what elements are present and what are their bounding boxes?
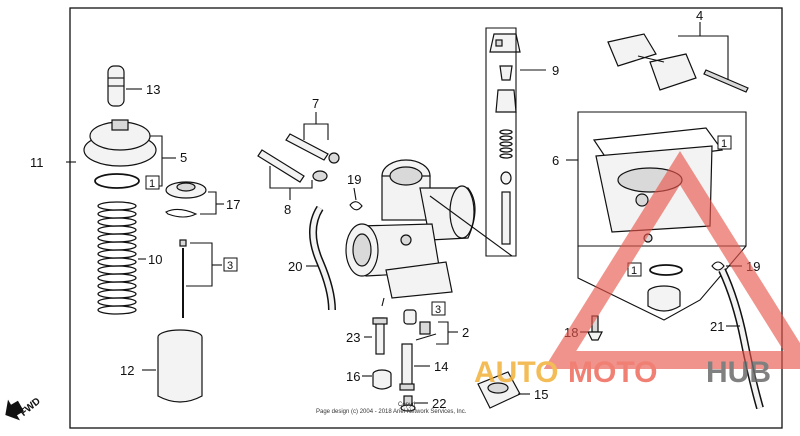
label-9: 9 [552,63,559,78]
part-13-boot [107,65,125,107]
label-21: 21 [710,319,724,334]
boxed-ref-3-left [223,257,238,272]
boxed-ref-1-bowl-text: 1 [721,138,727,150]
label-4: 4 [696,8,703,23]
watermark-moto: MOTO [568,356,657,389]
fwd-label: FWD [18,396,43,419]
label-7: 7 [312,96,319,111]
boxed-ref-3-left-text: 3 [227,260,233,272]
part-gasket-ring [94,173,140,189]
label-19-middle: 19 [347,172,361,187]
fwd-arrow-icon [5,399,24,421]
boxed-ref-1-bowl [717,135,732,150]
label-20: 20 [288,259,302,274]
part-5-top-cap [83,119,157,167]
carburetor-body [345,159,476,307]
watermark-hub: HUB [706,356,771,389]
label-6: 6 [552,153,559,168]
copyright-notice: Page design (c) 2004 - 2018 Ariel Networ… [316,409,467,415]
watermark-logo: AUTO MOTO HUB [474,151,800,389]
part-6-float-bowl [592,127,724,243]
part-19-clip-middle [349,201,363,211]
boxed-ref-1-drain [627,262,642,277]
label-14: 14 [434,359,448,374]
boxed-ref-3-middle [431,301,446,316]
part-12-throttle-slide [157,329,203,403]
label-22: 22 [432,396,446,411]
label-13: 13 [146,82,160,97]
part-10-spring [97,201,137,315]
part-7-8-adjust-screws [257,133,340,183]
boxed-ref-3-middle-text: 3 [435,304,441,316]
part-14-jet-holder [399,343,415,391]
boxed-ref-1-left [145,175,160,190]
label-12: 12 [120,363,134,378]
part-16-cap [372,369,392,390]
label-17: 17 [226,197,240,212]
label-11: 11 [30,155,44,170]
part-2-float-pin-set [415,321,437,341]
label-10: 10 [148,252,162,267]
label-23: 23 [346,330,360,345]
part-9-choke-assembly [489,33,521,245]
part-22-drain-screw [400,395,416,412]
watermark-auto: AUTO [474,356,558,389]
part-3-jet-needle [179,239,187,318]
label-15: 15 [534,387,548,402]
label-16: 16 [346,369,360,384]
label-2: 2 [462,325,469,340]
label-5: 5 [180,150,187,165]
boxed-ref-1-drain-text: 1 [631,265,637,277]
part-drain-plug [647,285,681,312]
diagram-frame [69,7,783,429]
part-23-needle-jet [372,317,388,355]
copyright-small: Copyri [398,402,415,408]
boxed-ref-1-left-text: 1 [149,178,155,190]
part-17-retainer [165,181,207,218]
part-4-float [607,33,749,93]
label-8: 8 [284,202,291,217]
part-19-clip-right [711,261,725,271]
part-drain-gasket [649,264,683,276]
part-main-jet [403,309,417,325]
